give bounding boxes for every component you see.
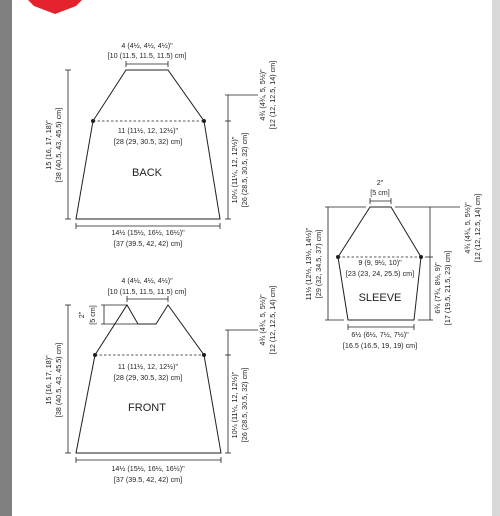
front-outline bbox=[75, 304, 222, 454]
back-label: BACK bbox=[132, 167, 163, 179]
front-body-depth-cm: [26 (28.5, 30.5, 32) cm] bbox=[240, 368, 249, 442]
back-neck-width: 4 (4½, 4½, 4½)" bbox=[121, 41, 173, 50]
brand-badge-icon bbox=[28, 0, 82, 14]
front-piece: FRONT 4 (4½, 4½, 4½)" [10 (11.5, 11.5, 1… bbox=[44, 276, 277, 484]
sleeve-cuff-width: 6½ (6½, 7½, 7½)" bbox=[351, 330, 409, 339]
front-upper-width-cm: [28 (29, 30.5, 32) cm] bbox=[114, 373, 182, 382]
back-bottom-width: 14½ (15½, 16½, 16½)" bbox=[111, 228, 185, 237]
sleeve-top-width-cm: [5 cm] bbox=[370, 188, 390, 197]
sleeve-upper-width: 9 (9, 9½, 10)" bbox=[358, 258, 402, 267]
sleeve-top-width: 2" bbox=[377, 178, 384, 187]
sleeve-lower-depth-cm: [17 (19.5, 21.5, 23) cm] bbox=[443, 251, 452, 325]
sleeve-length: 11½ (12½, 13½, 14½)" bbox=[304, 227, 313, 300]
back-marker-left bbox=[91, 119, 95, 123]
back-body-depth: 10¼ (11¼, 12, 12½)" bbox=[230, 136, 239, 203]
front-length: 15 (16, 17, 18)" bbox=[44, 355, 53, 405]
sleeve-marker-right bbox=[419, 255, 423, 259]
back-body-depth-cm: [26 (28.5, 30.5, 32) cm] bbox=[240, 133, 249, 207]
front-yoke-depth: 4¾ (4¾, 5, 5½)" bbox=[258, 294, 267, 346]
back-marker-right bbox=[202, 119, 206, 123]
front-length-cm: [38 (40.5, 43, 45.5) cm] bbox=[54, 343, 63, 417]
back-length: 15 (16, 17, 18)" bbox=[44, 120, 53, 170]
sleeve-length-cm: [29 (32, 34.5, 37) cm] bbox=[314, 230, 323, 298]
right-edge-strip bbox=[492, 0, 500, 516]
front-bottom-width-cm: [37 (39.5, 42, 42) cm] bbox=[114, 475, 182, 484]
back-yoke-depth: 4¾ (4¾, 5, 5½)" bbox=[258, 69, 267, 121]
front-body-depth: 10¼ (11¼, 12, 12½)" bbox=[230, 371, 239, 438]
left-edge-strip bbox=[0, 0, 12, 516]
front-bottom-width: 14½ (15½, 16½, 16½)" bbox=[111, 464, 185, 473]
front-neck-depth: 2" bbox=[77, 311, 86, 318]
sleeve-piece: SLEEVE 2" [5 cm] 9 (9, 9½, 10)" [23 (23,… bbox=[304, 178, 482, 350]
back-length-cm: [38 (40.5, 43, 45.5) cm] bbox=[54, 108, 63, 182]
back-bottom-width-cm: [37 (39.5, 42, 42) cm] bbox=[114, 239, 182, 248]
sleeve-cap-depth-cm: [12 (12, 12.5, 14) cm] bbox=[473, 194, 482, 262]
back-upper-width: 11 (11½, 12, 12½)" bbox=[118, 126, 179, 135]
front-label: FRONT bbox=[128, 402, 166, 414]
sleeve-upper-width-cm: [23 (23, 24, 25.5) cm] bbox=[346, 269, 414, 278]
sleeve-cuff-width-cm: [16.5 (16.5, 19, 19) cm] bbox=[343, 341, 417, 350]
front-neck-width-cm: [10 (11.5, 11.5, 11.5) cm] bbox=[108, 287, 187, 296]
sleeve-cap-depth: 4¾ (4¾, 5, 5½)" bbox=[463, 202, 472, 254]
back-upper-width-cm: [28 (29, 30.5, 32) cm] bbox=[114, 137, 182, 146]
sleeve-lower-depth: 6¾ (7¾, 8½, 9)" bbox=[433, 262, 442, 314]
front-upper-width: 11 (11½, 12, 12½)" bbox=[118, 362, 179, 371]
back-yoke-depth-cm: [12 (12, 12.5, 14) cm] bbox=[268, 61, 277, 129]
front-yoke-depth-cm: [12 (12, 12.5, 14) cm] bbox=[268, 286, 277, 354]
back-piece: BACK 4 (4½, 4½, 4½)" [10 (11.5, 11.5, 11… bbox=[44, 41, 277, 248]
sleeve-marker-left bbox=[336, 255, 340, 259]
front-marker-right bbox=[202, 353, 206, 357]
sleeve-label: SLEEVE bbox=[359, 292, 402, 304]
front-neck-depth-cm: [5 cm] bbox=[88, 305, 97, 325]
front-neck-width: 4 (4½, 4½, 4½)" bbox=[121, 276, 173, 285]
front-marker-left bbox=[93, 353, 97, 357]
back-neck-width-cm: [10 (11.5, 11.5, 11.5) cm] bbox=[108, 51, 187, 60]
